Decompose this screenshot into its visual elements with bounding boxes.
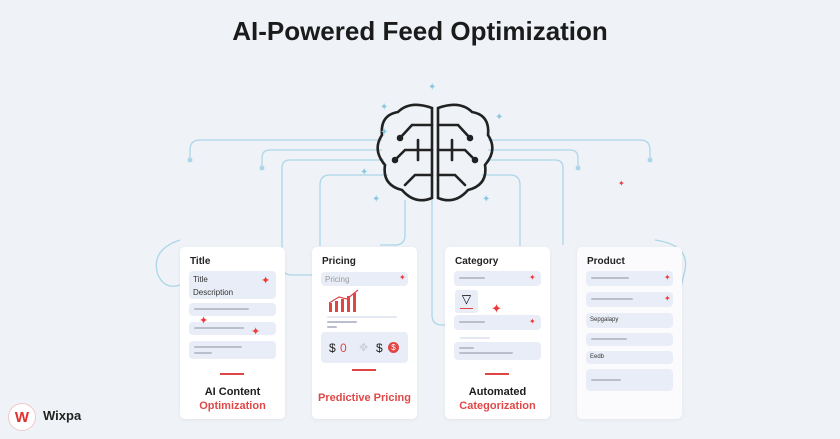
field-row bbox=[189, 303, 276, 316]
caption-line2: Categorization bbox=[459, 400, 536, 412]
field-title: Title bbox=[193, 275, 208, 284]
price2-badge: $ bbox=[388, 342, 399, 353]
field-row: Sepgalapy bbox=[586, 313, 673, 328]
pricing-label: Pricing bbox=[325, 275, 350, 284]
card-header: Category bbox=[455, 256, 499, 267]
svg-text:✦: ✦ bbox=[618, 179, 625, 188]
sparkle-icon: ✦ bbox=[529, 273, 536, 282]
sparkle-icon: ✦ bbox=[261, 275, 271, 287]
caption-line1: AI Content bbox=[204, 386, 261, 398]
sparkle-icon: ✦ bbox=[664, 273, 671, 282]
field-row: ✦ bbox=[586, 271, 673, 286]
sparkle-icon: ✦ bbox=[199, 315, 209, 327]
field-value: Sepgalapy bbox=[590, 317, 619, 323]
card-predictive-pricing: Pricing Pricing ✦ $ 0 ✥ $ $ Predictive Pr… bbox=[312, 247, 417, 419]
sparkle-icon: ✦ bbox=[251, 326, 261, 338]
brain-icon bbox=[376, 103, 494, 202]
chart-growth-icon bbox=[328, 289, 359, 312]
sparkle-icon: ✦ bbox=[664, 294, 671, 303]
divider bbox=[485, 373, 509, 375]
pricing-field: Pricing ✦ bbox=[321, 272, 408, 286]
field-row: ✦ bbox=[586, 292, 673, 307]
field-row: ✦ bbox=[454, 315, 541, 330]
field-value: Eedb bbox=[590, 354, 605, 360]
svg-text:✦: ✦ bbox=[482, 194, 490, 205]
price1-symbol: $ bbox=[329, 341, 336, 355]
brand-name: Wixpa bbox=[43, 408, 82, 423]
card-header: Pricing bbox=[322, 256, 356, 267]
field-row: ✦ bbox=[454, 271, 541, 286]
field-row bbox=[586, 333, 673, 346]
sparkle-decorations: ✦ ✦ ✦ ✦ ✦ ✦ ✦ bbox=[360, 82, 503, 205]
field-description: Description bbox=[193, 288, 234, 297]
card-header: Title bbox=[190, 256, 211, 267]
caption-line2: Optimization bbox=[199, 400, 266, 412]
page-title: AI-Powered Feed Optimization bbox=[232, 16, 608, 46]
field-row: ✦✦ bbox=[189, 316, 276, 338]
sparkle-icon: ✦ bbox=[399, 273, 406, 282]
title-description-field: Title Description ✦ bbox=[189, 271, 276, 299]
svg-text:✦: ✦ bbox=[360, 167, 368, 178]
svg-text:✦: ✦ bbox=[380, 102, 388, 113]
wixpa-logo: W bbox=[8, 403, 36, 431]
svg-text:✦: ✦ bbox=[380, 127, 388, 138]
card-product: Product ✦ ✦ Sepgalapy Eedb bbox=[577, 247, 682, 419]
card-header: Product bbox=[587, 256, 625, 267]
filter-icon: ▽ bbox=[455, 290, 478, 313]
svg-text:✦: ✦ bbox=[372, 194, 380, 205]
field-row bbox=[454, 342, 541, 360]
field-row: Eedb bbox=[586, 351, 673, 364]
field-row bbox=[189, 341, 276, 359]
caption-line1: Predictive Pricing bbox=[318, 392, 411, 404]
price2-symbol: $ bbox=[376, 341, 383, 355]
svg-text:✦: ✦ bbox=[428, 82, 436, 93]
divider bbox=[220, 373, 244, 375]
caption: Predictive Pricing bbox=[312, 391, 417, 405]
sparkle-icon: ✦ bbox=[491, 301, 502, 316]
svg-text:✦: ✦ bbox=[495, 112, 503, 123]
arrows-icon: ✥ bbox=[359, 342, 369, 354]
caption-line1: Automated bbox=[468, 386, 527, 398]
divider bbox=[352, 369, 376, 371]
field-row bbox=[586, 369, 673, 391]
price-comparison: $ 0 ✥ $ $ bbox=[321, 332, 408, 363]
price1-value: 0 bbox=[340, 341, 347, 355]
sparkle-icon: ✦ bbox=[529, 317, 536, 326]
